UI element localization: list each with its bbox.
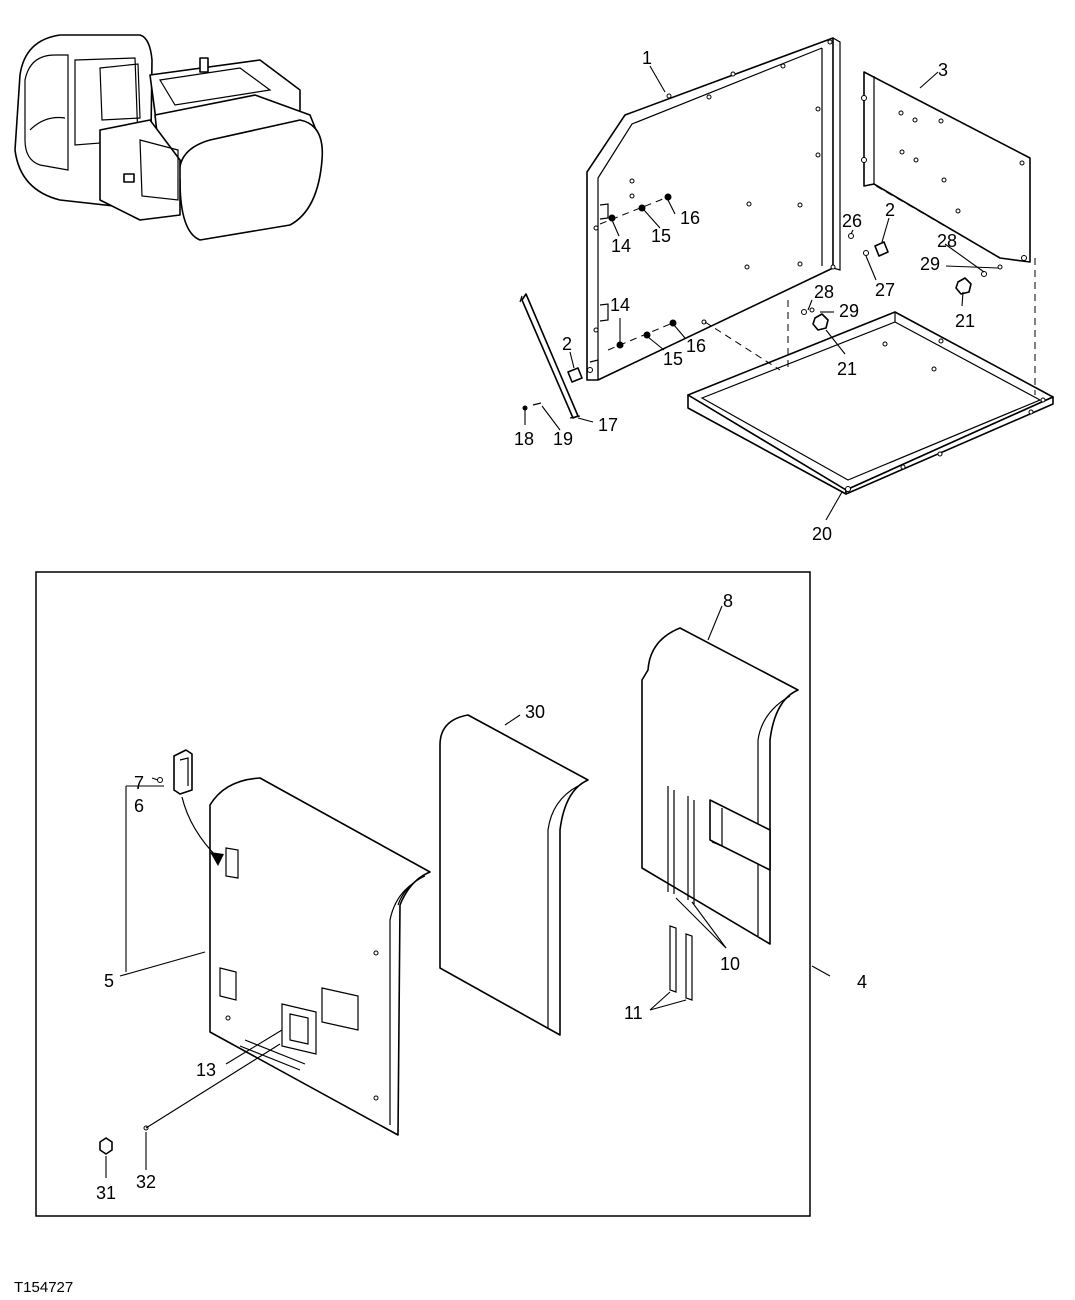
callout-5: 5	[104, 971, 114, 991]
callout-31: 31	[96, 1183, 116, 1203]
hardware	[522, 193, 1003, 411]
lower-fasteners	[99, 1125, 149, 1155]
callout-10: 10	[720, 954, 740, 974]
rear-plate	[861, 71, 1031, 263]
callout-4: 4	[857, 972, 867, 992]
callout-1: 1	[642, 48, 652, 68]
latch-bracket	[157, 749, 224, 866]
callout-18: 18	[514, 429, 534, 449]
frame-panel	[586, 37, 841, 381]
door-panel	[209, 777, 431, 1136]
handle	[519, 293, 581, 419]
callout-11: 11	[624, 1003, 643, 1023]
insulation-pad	[439, 714, 589, 1036]
detail-frame	[35, 571, 811, 1217]
callout-21b: 21	[955, 311, 975, 331]
callout-15a: 15	[651, 226, 671, 246]
callout-29b: 29	[920, 254, 940, 274]
callout-3: 3	[938, 60, 948, 80]
assembly-lines	[599, 185, 1036, 395]
seal-strips	[669, 925, 693, 1001]
callout-2a: 2	[562, 334, 572, 354]
callout-7: 7	[134, 773, 144, 793]
leader-lines	[105, 65, 999, 1178]
callout-26: 26	[842, 211, 862, 231]
callout-14b: 14	[610, 295, 630, 315]
callout-13: 13	[196, 1060, 216, 1080]
callout-6: 6	[134, 796, 144, 816]
figure-id: T154727	[14, 1279, 73, 1296]
callout-28a: 28	[814, 282, 834, 302]
excavator-overview	[14, 34, 324, 241]
cutout-pad	[641, 627, 799, 945]
callout-29a: 29	[839, 301, 859, 321]
callout-15b: 15	[663, 349, 683, 369]
callout-17: 17	[598, 415, 618, 435]
callout-labels: 1 3 16 15 14 26 2 28 29 27 28 29 21 14 1…	[96, 48, 975, 1203]
callout-20: 20	[812, 524, 832, 544]
callout-19: 19	[553, 429, 573, 449]
callout-30: 30	[525, 702, 545, 722]
callout-16a: 16	[680, 208, 700, 228]
bottom-tray	[687, 311, 1054, 495]
callout-32: 32	[136, 1172, 156, 1192]
callout-2b: 2	[885, 200, 895, 220]
callout-16b: 16	[686, 336, 706, 356]
callout-8: 8	[723, 591, 733, 611]
callout-27: 27	[875, 280, 895, 300]
callout-21a: 21	[837, 359, 857, 379]
callout-14a: 14	[611, 236, 631, 256]
callout-28b: 28	[937, 231, 957, 251]
